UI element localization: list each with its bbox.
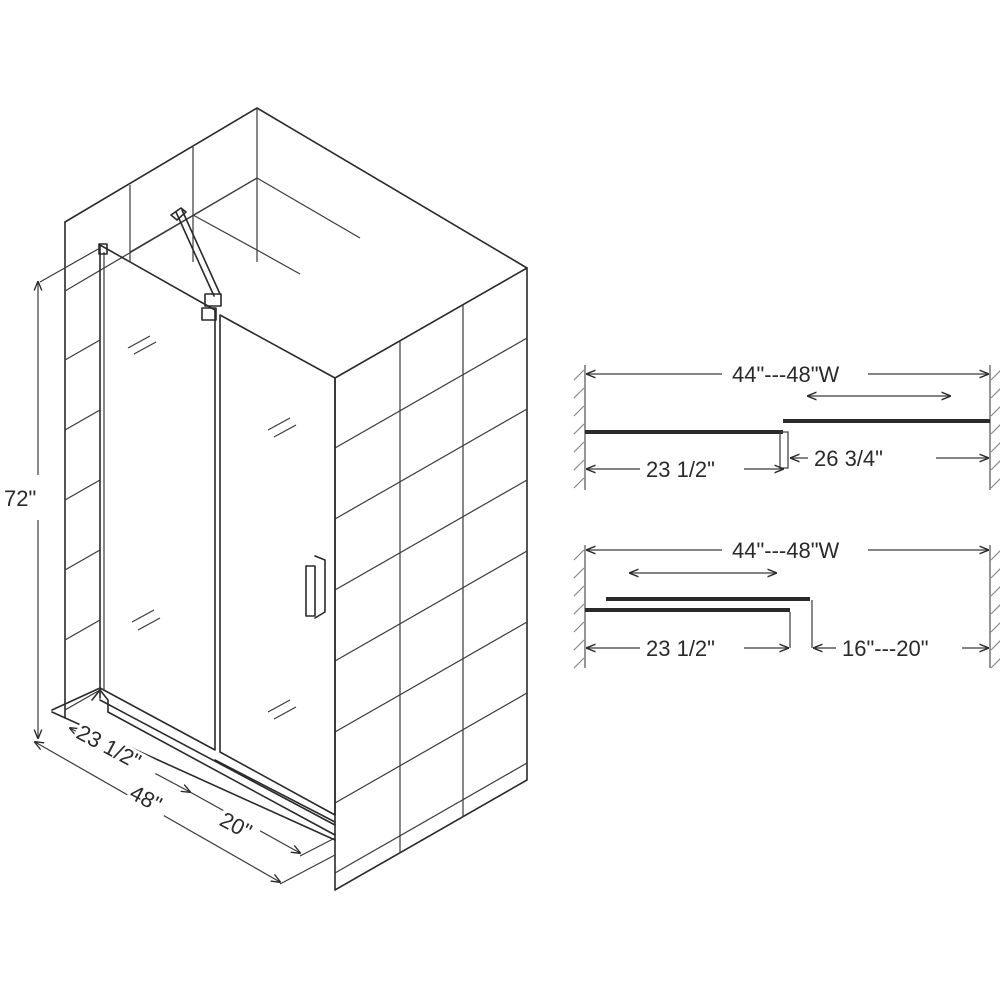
- shower-base: [51, 687, 336, 841]
- closed-door-label: 26 3/4": [814, 446, 883, 471]
- plan-view-closed: 44"---48"W 23 1/2" 26 3/4": [573, 362, 1000, 490]
- support-bar: [170, 207, 222, 321]
- height-label: 72": [4, 486, 36, 511]
- open-opening-label: 16"---20": [842, 636, 929, 661]
- back-wall: [64, 107, 528, 719]
- door-handle[interactable]: [305, 555, 326, 619]
- side-wall: [334, 267, 528, 891]
- fixed-panel-label: 23 1/2": [73, 720, 146, 774]
- closed-width-label: 44"---48"W: [732, 362, 840, 387]
- height-dimension: 72": [4, 247, 101, 738]
- plan-view-open: 44"---48"W 23 1/2" 16"---20": [573, 538, 1000, 669]
- fixed-glass-panel: [98, 243, 216, 751]
- closed-fixed-label: 23 1/2": [646, 457, 715, 482]
- door-glass-panel[interactable]: [219, 314, 336, 816]
- open-fixed-label: 23 1/2": [646, 636, 715, 661]
- open-width-label: 44"---48"W: [732, 538, 840, 563]
- shower-enclosure-view: 72" 23 1/2" 48" 20": [4, 107, 528, 891]
